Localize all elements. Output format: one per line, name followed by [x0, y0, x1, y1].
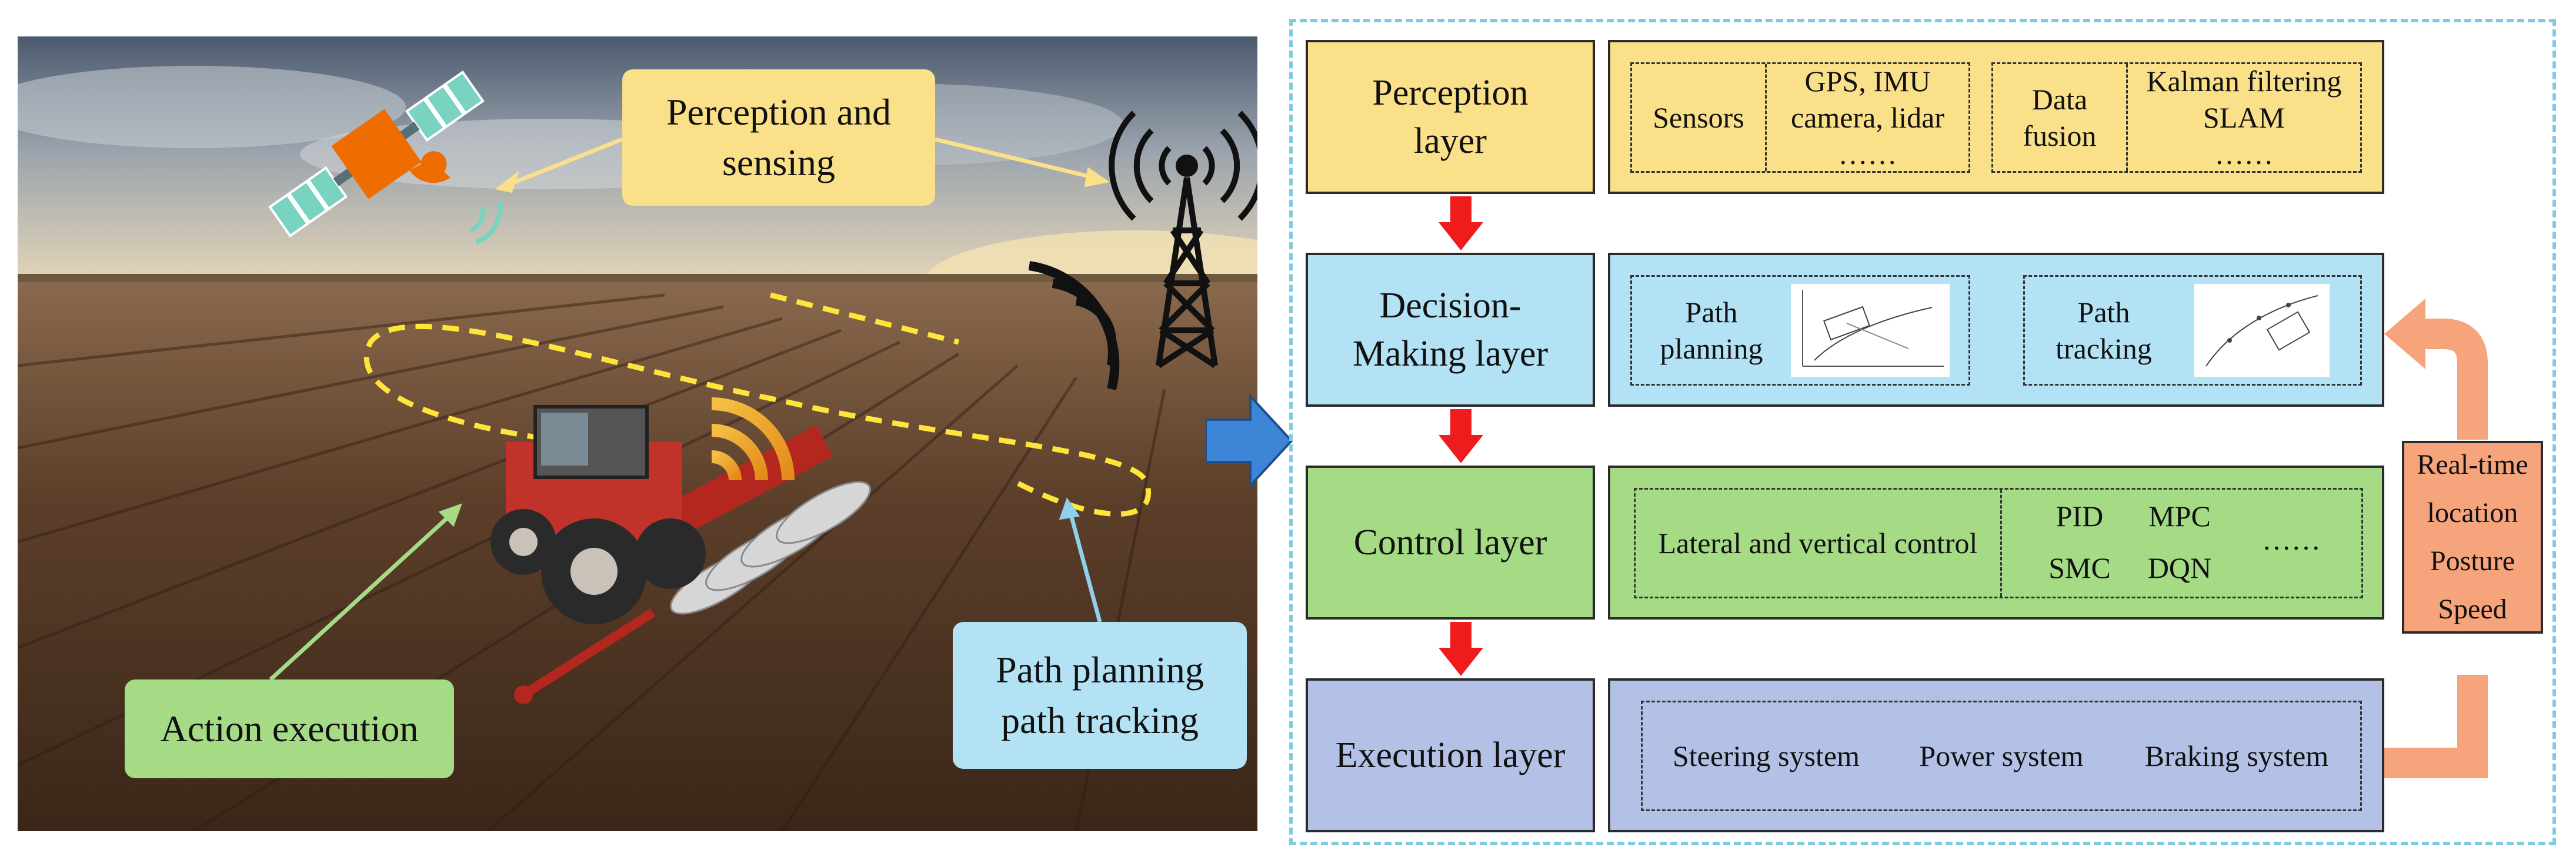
- signal-tower-icon: [1109, 111, 1257, 369]
- down-arrow-icon: [1439, 622, 1483, 676]
- steering-system-label: Steering system: [1672, 739, 1860, 772]
- decision-making-layer-content: Path planning Path tracking: [1608, 253, 2384, 407]
- planned-path: [363, 323, 1151, 517]
- autonomous-framework: Perception layer Sensors GPS, IMU camera…: [1289, 19, 2556, 845]
- braking-system-label: Braking system: [2144, 739, 2329, 772]
- divider: [2126, 64, 2128, 171]
- path-tracking-label: Path tracking: [2056, 296, 2152, 365]
- realtime-feedback-box: Real-time location Posture Speed: [2402, 441, 2543, 634]
- action-execution-callout: Action execution: [125, 679, 454, 778]
- perception-layer-label: Perception layer: [1306, 40, 1595, 194]
- divider: [2000, 490, 2002, 597]
- path-tracking-group: Path tracking: [2023, 275, 2362, 386]
- satellite-signal-icon: [469, 200, 503, 245]
- radio-wave-icon: [1028, 261, 1120, 390]
- feedback-arrow-icon: [2384, 299, 2488, 778]
- wifi-signal-icon: [711, 397, 795, 481]
- path-tracking-diagram: [2194, 284, 2330, 377]
- down-arrow-icon: [1439, 196, 1483, 250]
- path-planning-group: Path planning: [1630, 275, 1970, 386]
- satellite-icon: [268, 70, 485, 238]
- execution-group: Steering system Power system Braking sys…: [1641, 701, 2362, 811]
- path-planning-diagram: [1791, 284, 1950, 377]
- decision-making-layer-label: Decision- Making layer: [1306, 253, 1595, 407]
- down-arrow-icon: [1439, 409, 1483, 463]
- divider: [1765, 64, 1767, 171]
- power-system-label: Power system: [1919, 739, 2084, 772]
- sensors-group: Sensors GPS, IMU camera, lidar ……: [1630, 62, 1970, 173]
- dqn-label: DQN: [2147, 551, 2212, 584]
- lateral-vertical-control-label: Lateral and vertical control: [1658, 527, 1978, 560]
- farm-scene-photo: Perception and sensing Action execution …: [18, 36, 1257, 831]
- planned-path-upper: [769, 292, 960, 345]
- control-ellipsis: ……: [2262, 523, 2321, 556]
- path-planning-label: Path planning: [1660, 296, 1763, 365]
- control-layer-content: Lateral and vertical control PID MPC SMC…: [1608, 466, 2384, 620]
- control-group: Lateral and vertical control PID MPC SMC…: [1634, 488, 2363, 598]
- execution-layer-label: Execution layer: [1306, 678, 1595, 832]
- data-fusion-group: Data fusion Kalman filtering SLAM ……: [1991, 62, 2362, 173]
- sensors-label: Sensors: [1653, 101, 1744, 134]
- perception-layer-content: Sensors GPS, IMU camera, lidar …… Data f…: [1608, 40, 2384, 194]
- callout-arrows: [269, 137, 1110, 681]
- data-fusion-label: Data fusion: [2023, 83, 2097, 152]
- perception-sensing-callout: Perception and sensing: [622, 69, 935, 206]
- mpc-label: MPC: [2148, 500, 2211, 533]
- control-layer-label: Control layer: [1306, 466, 1595, 620]
- cloud: [18, 66, 406, 148]
- execution-layer-content: Steering system Power system Braking sys…: [1608, 678, 2384, 832]
- horizon-band: [18, 274, 1257, 282]
- path-planning-callout: Path planning path tracking: [953, 622, 1247, 769]
- furrows: [18, 293, 1166, 831]
- transition-arrow-icon: [1206, 394, 1293, 488]
- fusion-items: Kalman filtering SLAM ……: [2146, 65, 2342, 170]
- sensor-items: GPS, IMU camera, lidar ……: [1791, 65, 1944, 170]
- pid-label: PID: [2056, 500, 2104, 533]
- smc-label: SMC: [2048, 551, 2111, 584]
